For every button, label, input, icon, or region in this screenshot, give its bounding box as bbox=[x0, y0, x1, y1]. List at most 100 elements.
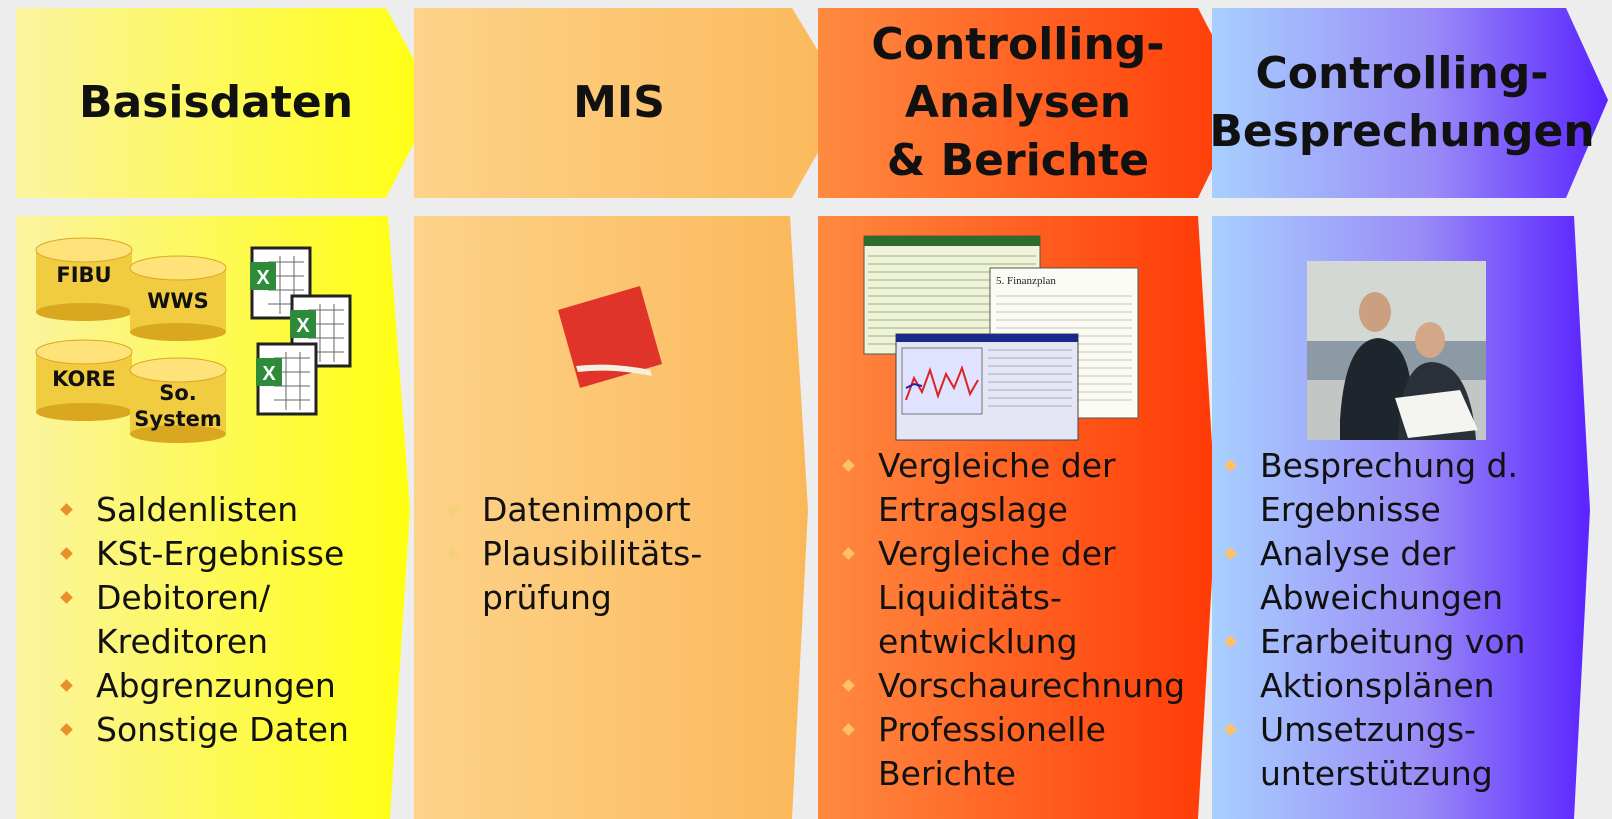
list-item-text: entwicklung bbox=[878, 622, 1078, 661]
list-item-text: Berichte bbox=[878, 754, 1016, 793]
bullet-diamond-icon bbox=[842, 547, 855, 560]
list-item-text: Sonstige Daten bbox=[96, 710, 349, 749]
list-item-text: Vergleiche der bbox=[878, 534, 1116, 573]
header-chevron-basisdaten bbox=[16, 8, 436, 198]
list-item: Erarbeitung von bbox=[1222, 620, 1582, 664]
header-analysen: Controlling- Analysen & Berichte bbox=[818, 8, 1218, 198]
panel-besprechungen bbox=[1212, 216, 1590, 819]
svg-text:5. Finanzplan: 5. Finanzplan bbox=[996, 275, 1056, 287]
database-icon bbox=[129, 255, 227, 341]
list-item: Datenimport bbox=[444, 488, 774, 532]
list-item-text: Ergebnisse bbox=[1260, 490, 1441, 529]
database-icon bbox=[35, 339, 133, 421]
list-item: KSt-Ergebnisse bbox=[58, 532, 388, 576]
database-label-wws: WWS bbox=[147, 289, 209, 313]
bullet-diamond-icon bbox=[842, 679, 855, 692]
list-item: Vergleiche der bbox=[840, 444, 1200, 488]
list-item: Saldenlisten bbox=[58, 488, 388, 532]
bullet-diamond-icon bbox=[842, 723, 855, 736]
list-item: Sonstige Daten bbox=[58, 708, 388, 752]
list-item-text: Vergleiche der bbox=[878, 446, 1116, 485]
header-mis: MIS bbox=[414, 8, 824, 198]
header-line: Analysen bbox=[904, 77, 1132, 128]
list-item-text: KSt-Ergebnisse bbox=[96, 534, 345, 573]
list-item: Umsetzungs- bbox=[1222, 708, 1582, 752]
list-item: Plausibilitäts- bbox=[444, 532, 774, 576]
list-item: Vorschaurechnung bbox=[840, 664, 1200, 708]
list-item-text: Vorschaurechnung bbox=[878, 666, 1186, 705]
bullet-diamond-icon bbox=[60, 591, 73, 604]
list-item: entwicklung bbox=[840, 620, 1200, 664]
header-chevron-besprechungen bbox=[1212, 8, 1608, 198]
bullet-diamond-icon bbox=[60, 547, 73, 560]
list-item-text: Debitoren/ bbox=[96, 578, 271, 617]
header-line: Controlling- bbox=[871, 19, 1165, 70]
list-item-text: Erarbeitung von bbox=[1260, 622, 1526, 661]
list-item: Abgrenzungen bbox=[58, 664, 388, 708]
list-item-text: Abweichungen bbox=[1260, 578, 1504, 617]
bullet-diamond-icon bbox=[842, 459, 855, 472]
header-chevron-analysen bbox=[818, 8, 1246, 198]
list-item: prüfung bbox=[444, 576, 774, 620]
spreadsheet-icon: X bbox=[290, 294, 352, 368]
meeting-photo-icon bbox=[1307, 261, 1486, 440]
panel-mis bbox=[414, 216, 808, 819]
list-item-text: Kreditoren bbox=[96, 622, 269, 661]
list-item: Aktionsplänen bbox=[1222, 664, 1582, 708]
bullet-diamond-icon bbox=[1224, 459, 1237, 472]
header-line: MIS bbox=[573, 77, 665, 128]
mis-logo-icon bbox=[558, 286, 662, 388]
header-chevron-mis bbox=[414, 8, 848, 198]
header-besprechungen: Controlling- Besprechungen bbox=[1209, 8, 1594, 198]
list-item-text: unterstützung bbox=[1260, 754, 1493, 793]
svg-text:X: X bbox=[296, 315, 310, 337]
list-item-text: Aktionsplänen bbox=[1260, 666, 1495, 705]
database-icon bbox=[35, 237, 133, 321]
list-item: Berichte bbox=[840, 752, 1200, 796]
bullet-diamond-icon bbox=[60, 679, 73, 692]
header-line: Controlling- bbox=[1255, 48, 1549, 99]
list-item-text: Saldenlisten bbox=[96, 490, 299, 529]
database-icon bbox=[129, 357, 227, 443]
list-item: Analyse der bbox=[1222, 532, 1582, 576]
list-item-text: Umsetzungs- bbox=[1260, 710, 1476, 749]
list-item-text: Liquiditäts- bbox=[878, 578, 1062, 617]
header-basisdaten-text: Basisdaten bbox=[79, 74, 353, 132]
list-item-text: Plausibilitäts- bbox=[482, 534, 703, 573]
bullet-diamond-icon bbox=[446, 503, 459, 516]
database-label-line: So. bbox=[159, 381, 197, 405]
bullet-diamond-icon bbox=[60, 503, 73, 516]
list-item: Kreditoren bbox=[58, 620, 388, 664]
header-line: & Berichte bbox=[886, 135, 1150, 186]
database-label-kore: KORE bbox=[52, 367, 116, 391]
bullet-diamond-icon bbox=[446, 547, 459, 560]
header-mis-text: MIS bbox=[573, 74, 665, 132]
spreadsheet-icon: X bbox=[256, 342, 318, 416]
list-item-text: Ertragslage bbox=[878, 490, 1068, 529]
svg-text:X: X bbox=[256, 267, 270, 289]
database-label-line: System bbox=[134, 407, 222, 431]
list-item: unterstützung bbox=[1222, 752, 1582, 796]
list-item: Ertragslage bbox=[840, 488, 1200, 532]
header-line: Besprechungen bbox=[1209, 106, 1595, 157]
list-item: Vergleiche der bbox=[840, 532, 1200, 576]
header-line: Basisdaten bbox=[78, 77, 354, 128]
header-besprechungen-text: Controlling- Besprechungen bbox=[1209, 45, 1594, 161]
list-item-text: Abgrenzungen bbox=[96, 666, 336, 705]
bullet-diamond-icon bbox=[1224, 635, 1237, 648]
bullet-diamond-icon bbox=[1224, 723, 1237, 736]
list-item: Abweichungen bbox=[1222, 576, 1582, 620]
list-item: Ergebnisse bbox=[1222, 488, 1582, 532]
svg-text:X: X bbox=[262, 363, 276, 385]
list-item-text: Professionelle bbox=[878, 710, 1106, 749]
database-label-so-system: So. System bbox=[130, 380, 226, 432]
list-item-text: Datenimport bbox=[482, 490, 691, 529]
database-label-fibu: FIBU bbox=[56, 263, 112, 287]
report-screenshot-icon: 5. Finanzplan bbox=[863, 235, 1139, 441]
list-item: Liquiditäts- bbox=[840, 576, 1200, 620]
list-item: Professionelle bbox=[840, 708, 1200, 752]
